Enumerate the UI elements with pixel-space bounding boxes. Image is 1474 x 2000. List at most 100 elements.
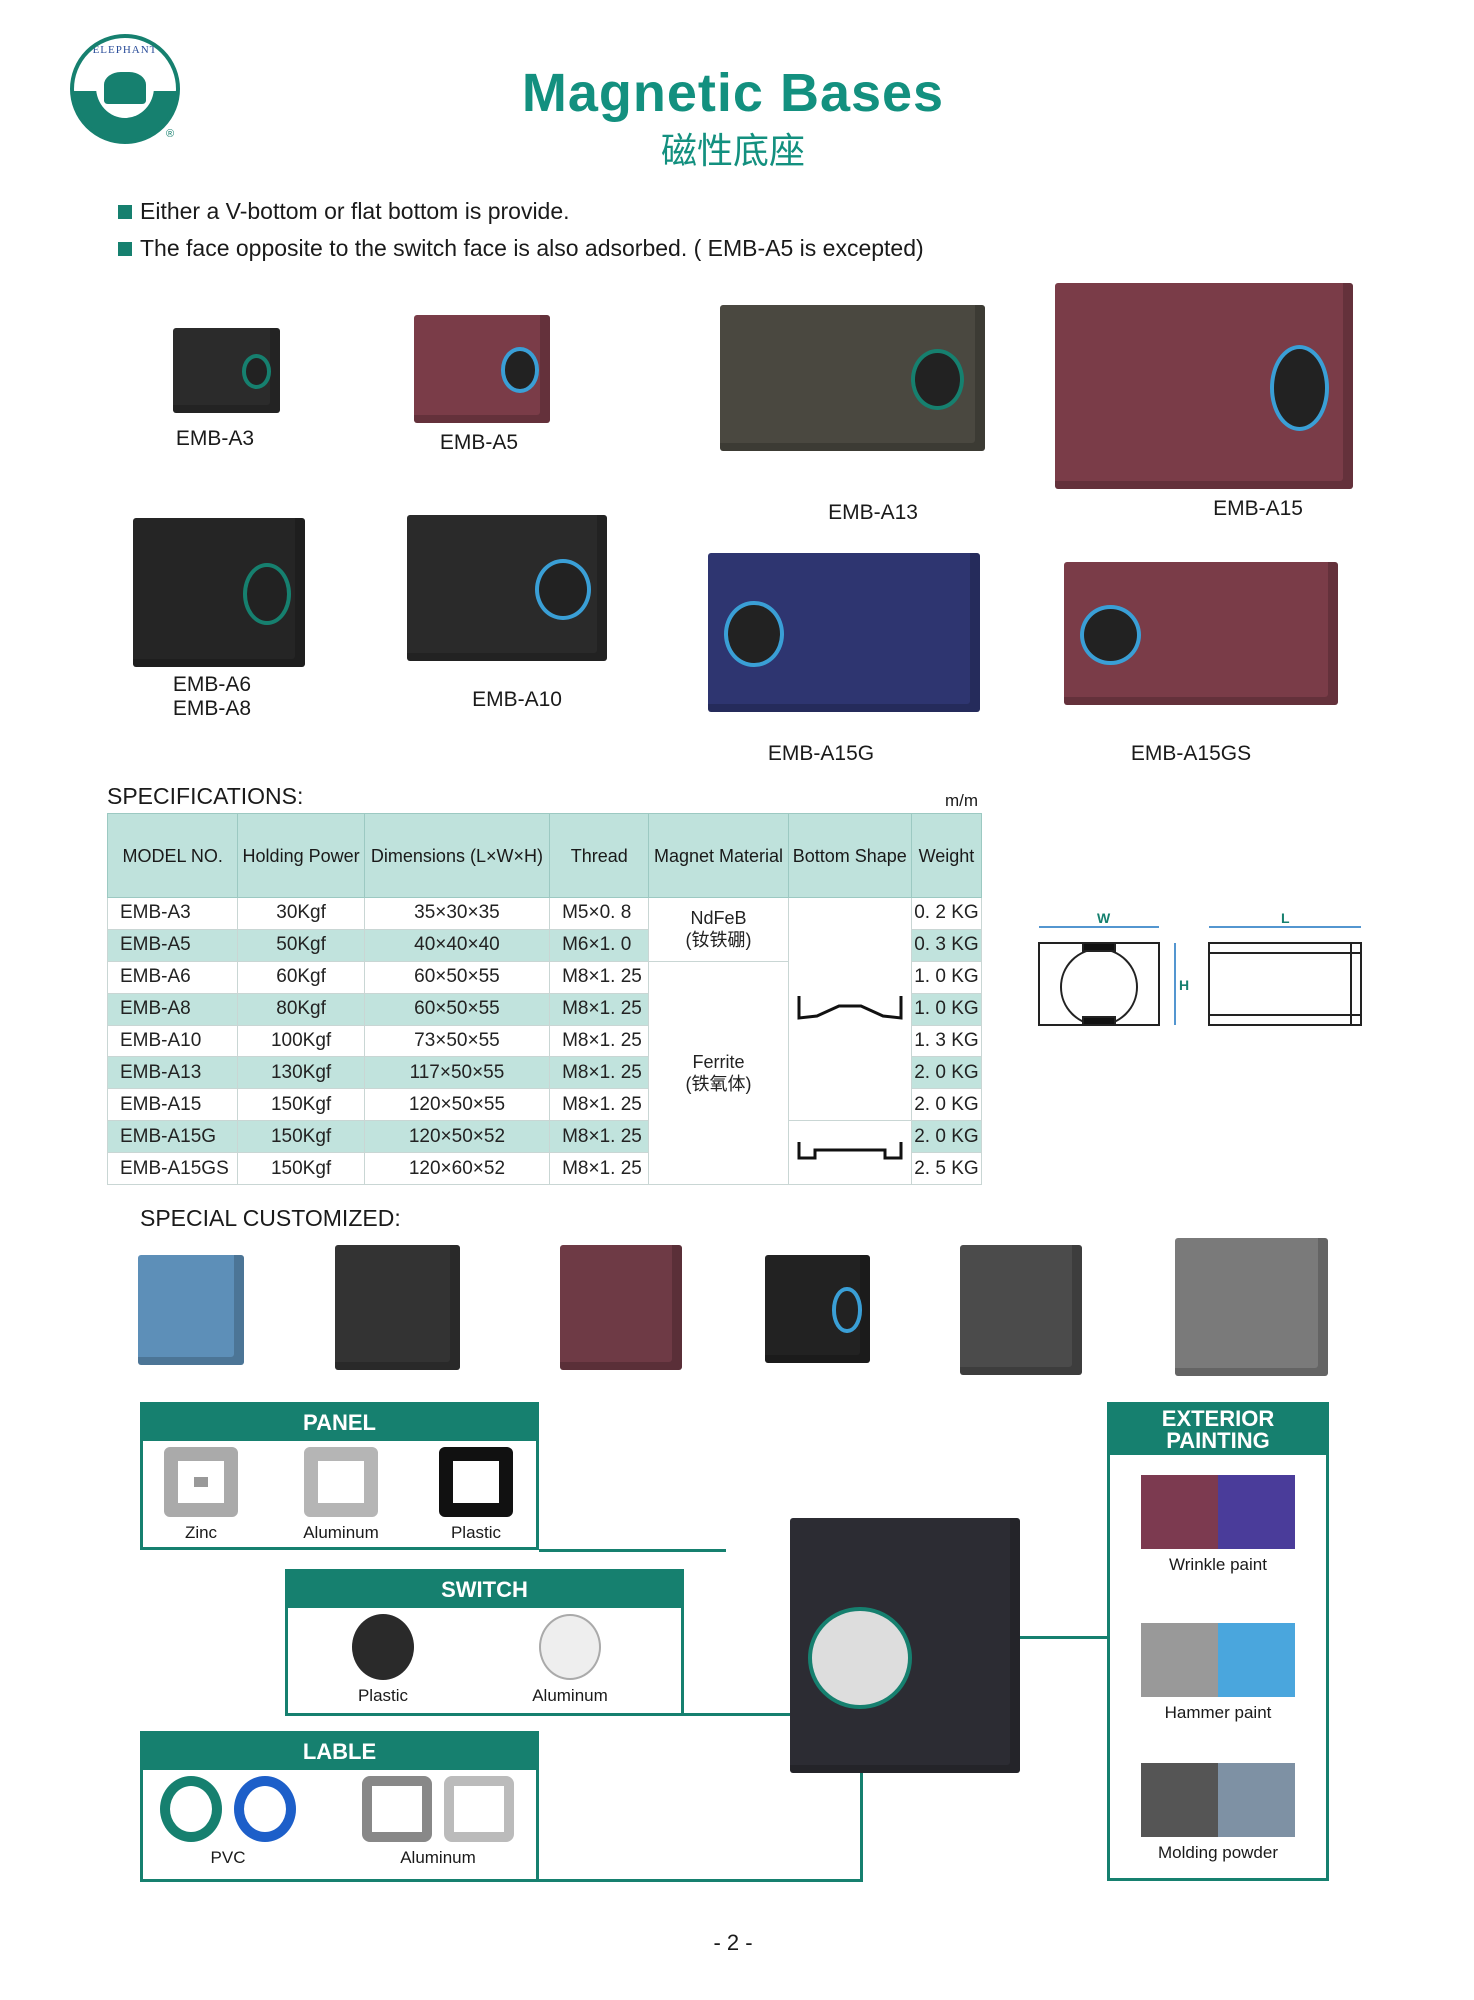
product-image-emb-a6-a8 [133, 518, 305, 667]
table-cell: EMB-A15G [106, 1120, 239, 1154]
table-cell: 130Kgf [237, 1056, 365, 1090]
paint-option-molding: Molding powder [1110, 1763, 1326, 1863]
material-name-cn: (铁氧体) [685, 1073, 752, 1094]
table-cell: M8×1. 25 [549, 1024, 650, 1058]
specifications-heading: SPECIFICATIONS: [107, 783, 304, 809]
elephant-logo: ELEPHANT [70, 34, 180, 144]
table-cell: EMB-A15 [106, 1088, 239, 1122]
table-cell: 60×50×55 [363, 992, 551, 1026]
page-number: - 2 - [713, 1930, 753, 1955]
lable-option-aluminum: Aluminum [353, 1776, 523, 1868]
lable-option-pvc: PVC [153, 1776, 303, 1868]
length-label: L [1281, 910, 1290, 926]
table-cell: 0. 2 KG [910, 897, 983, 930]
table-cell: EMB-A15GS [106, 1152, 239, 1186]
product-image-emb-a3 [173, 328, 280, 413]
table-cell: 60Kgf [237, 960, 365, 994]
table-cell: 120×60×52 [363, 1152, 551, 1186]
table-cell: 1. 3 KG [910, 1024, 983, 1058]
magnet-material-cell: NdFeB(钕铁硼) [648, 897, 789, 962]
table-cell: 120×50×55 [363, 1088, 551, 1122]
product-image-emb-a10 [407, 515, 607, 661]
table-cell: EMB-A10 [106, 1024, 239, 1058]
column-header: MODEL NO. [106, 813, 239, 898]
table-cell: 100Kgf [237, 1024, 365, 1058]
bullet-icon [118, 241, 132, 256]
flat-bottom-shape-icon [797, 1142, 903, 1160]
lable-section: LABLE PVC Aluminum [140, 1731, 539, 1882]
table-cell: 50Kgf [237, 928, 365, 962]
product-image-emb-a15g [708, 553, 980, 712]
switch-option-aluminum: Aluminum [520, 1614, 620, 1706]
table-cell: 1. 0 KG [910, 960, 983, 994]
table-cell: M8×1. 25 [549, 1152, 650, 1186]
paint-option-hammer: Hammer paint [1110, 1623, 1326, 1723]
custom-product-image [560, 1245, 682, 1370]
product-label: EMB-A15 [1213, 497, 1303, 520]
product-image-emb-a15gs [1064, 562, 1338, 705]
product-image-emb-a13 [720, 305, 985, 451]
unit-label: m/m [945, 791, 979, 810]
table-cell: EMB-A6 [106, 960, 239, 994]
bullet-text: The face opposite to the switch face is … [140, 235, 924, 261]
bottom-shape-cell [787, 896, 912, 1122]
option-label: Aluminum [532, 1686, 608, 1705]
option-label: Molding powder [1157, 1843, 1278, 1862]
table-cell: 35×30×35 [363, 897, 551, 930]
table-cell: 80Kgf [237, 992, 365, 1026]
table-cell: 2. 0 KG [910, 1120, 983, 1154]
table-cell: M6×1. 0 [549, 928, 650, 962]
table-cell: 40×40×40 [363, 928, 551, 962]
option-label: Plastic [357, 1686, 409, 1705]
custom-product-image [960, 1245, 1082, 1375]
painting-heading: EXTERIOR PAINTING [1110, 1405, 1326, 1455]
table-cell: 150Kgf [237, 1120, 365, 1154]
table-cell: 30Kgf [237, 897, 365, 930]
custom-product-image [138, 1255, 244, 1365]
switch-heading: SWITCH [288, 1572, 681, 1608]
material-name: Ferrite [692, 1051, 745, 1072]
option-label: Hammer paint [1164, 1703, 1272, 1722]
option-label: Zinc [184, 1523, 218, 1542]
material-name: NdFeB [690, 908, 747, 929]
option-label: PVC [210, 1848, 246, 1867]
table-cell: 2. 0 KG [910, 1088, 983, 1122]
bullet-text: Either a V-bottom or flat bottom is prov… [140, 198, 570, 224]
product-label: EMB-A8 [172, 697, 252, 720]
page-title: Magnetic Bases [521, 63, 945, 123]
exterior-painting-section: EXTERIOR PAINTING Wrinkle paint Hammer p… [1107, 1402, 1329, 1881]
option-label: Aluminum [400, 1848, 476, 1867]
height-label: H [1179, 977, 1189, 993]
column-header: Thread [549, 813, 650, 898]
material-name-cn: (钕铁硼) [685, 930, 752, 951]
product-label: EMB-A5 [439, 431, 519, 454]
v-bottom-shape-icon [797, 995, 903, 1020]
table-cell: 73×50×55 [363, 1024, 551, 1058]
column-header: Magnet Material [648, 813, 789, 898]
table-cell: M8×1. 25 [549, 1120, 650, 1154]
product-label: EMB-A13 [828, 501, 918, 524]
option-label: Wrinkle paint [1169, 1555, 1267, 1574]
bottom-shape-cell [787, 1120, 912, 1186]
product-label: EMB-A3 [175, 427, 255, 450]
special-customized-heading: SPECIAL CUSTOMIZED: [140, 1205, 401, 1231]
page-subtitle: 磁性底座 [660, 130, 805, 171]
lable-heading: LABLE [143, 1734, 536, 1770]
table-cell: M8×1. 25 [549, 960, 650, 994]
custom-product-image [765, 1255, 870, 1363]
magnet-material-cell: Ferrite(铁氧体) [648, 960, 789, 1186]
table-cell: 1. 0 KG [910, 992, 983, 1026]
table-cell: M5×0. 8 [549, 897, 650, 930]
registered-mark: ® [166, 128, 175, 140]
table-cell: 60×50×55 [363, 960, 551, 994]
table-cell: EMB-A8 [106, 992, 239, 1026]
bullet-icon [118, 204, 132, 219]
product-label: EMB-A6 [172, 673, 252, 696]
column-header: Bottom Shape [787, 813, 912, 898]
